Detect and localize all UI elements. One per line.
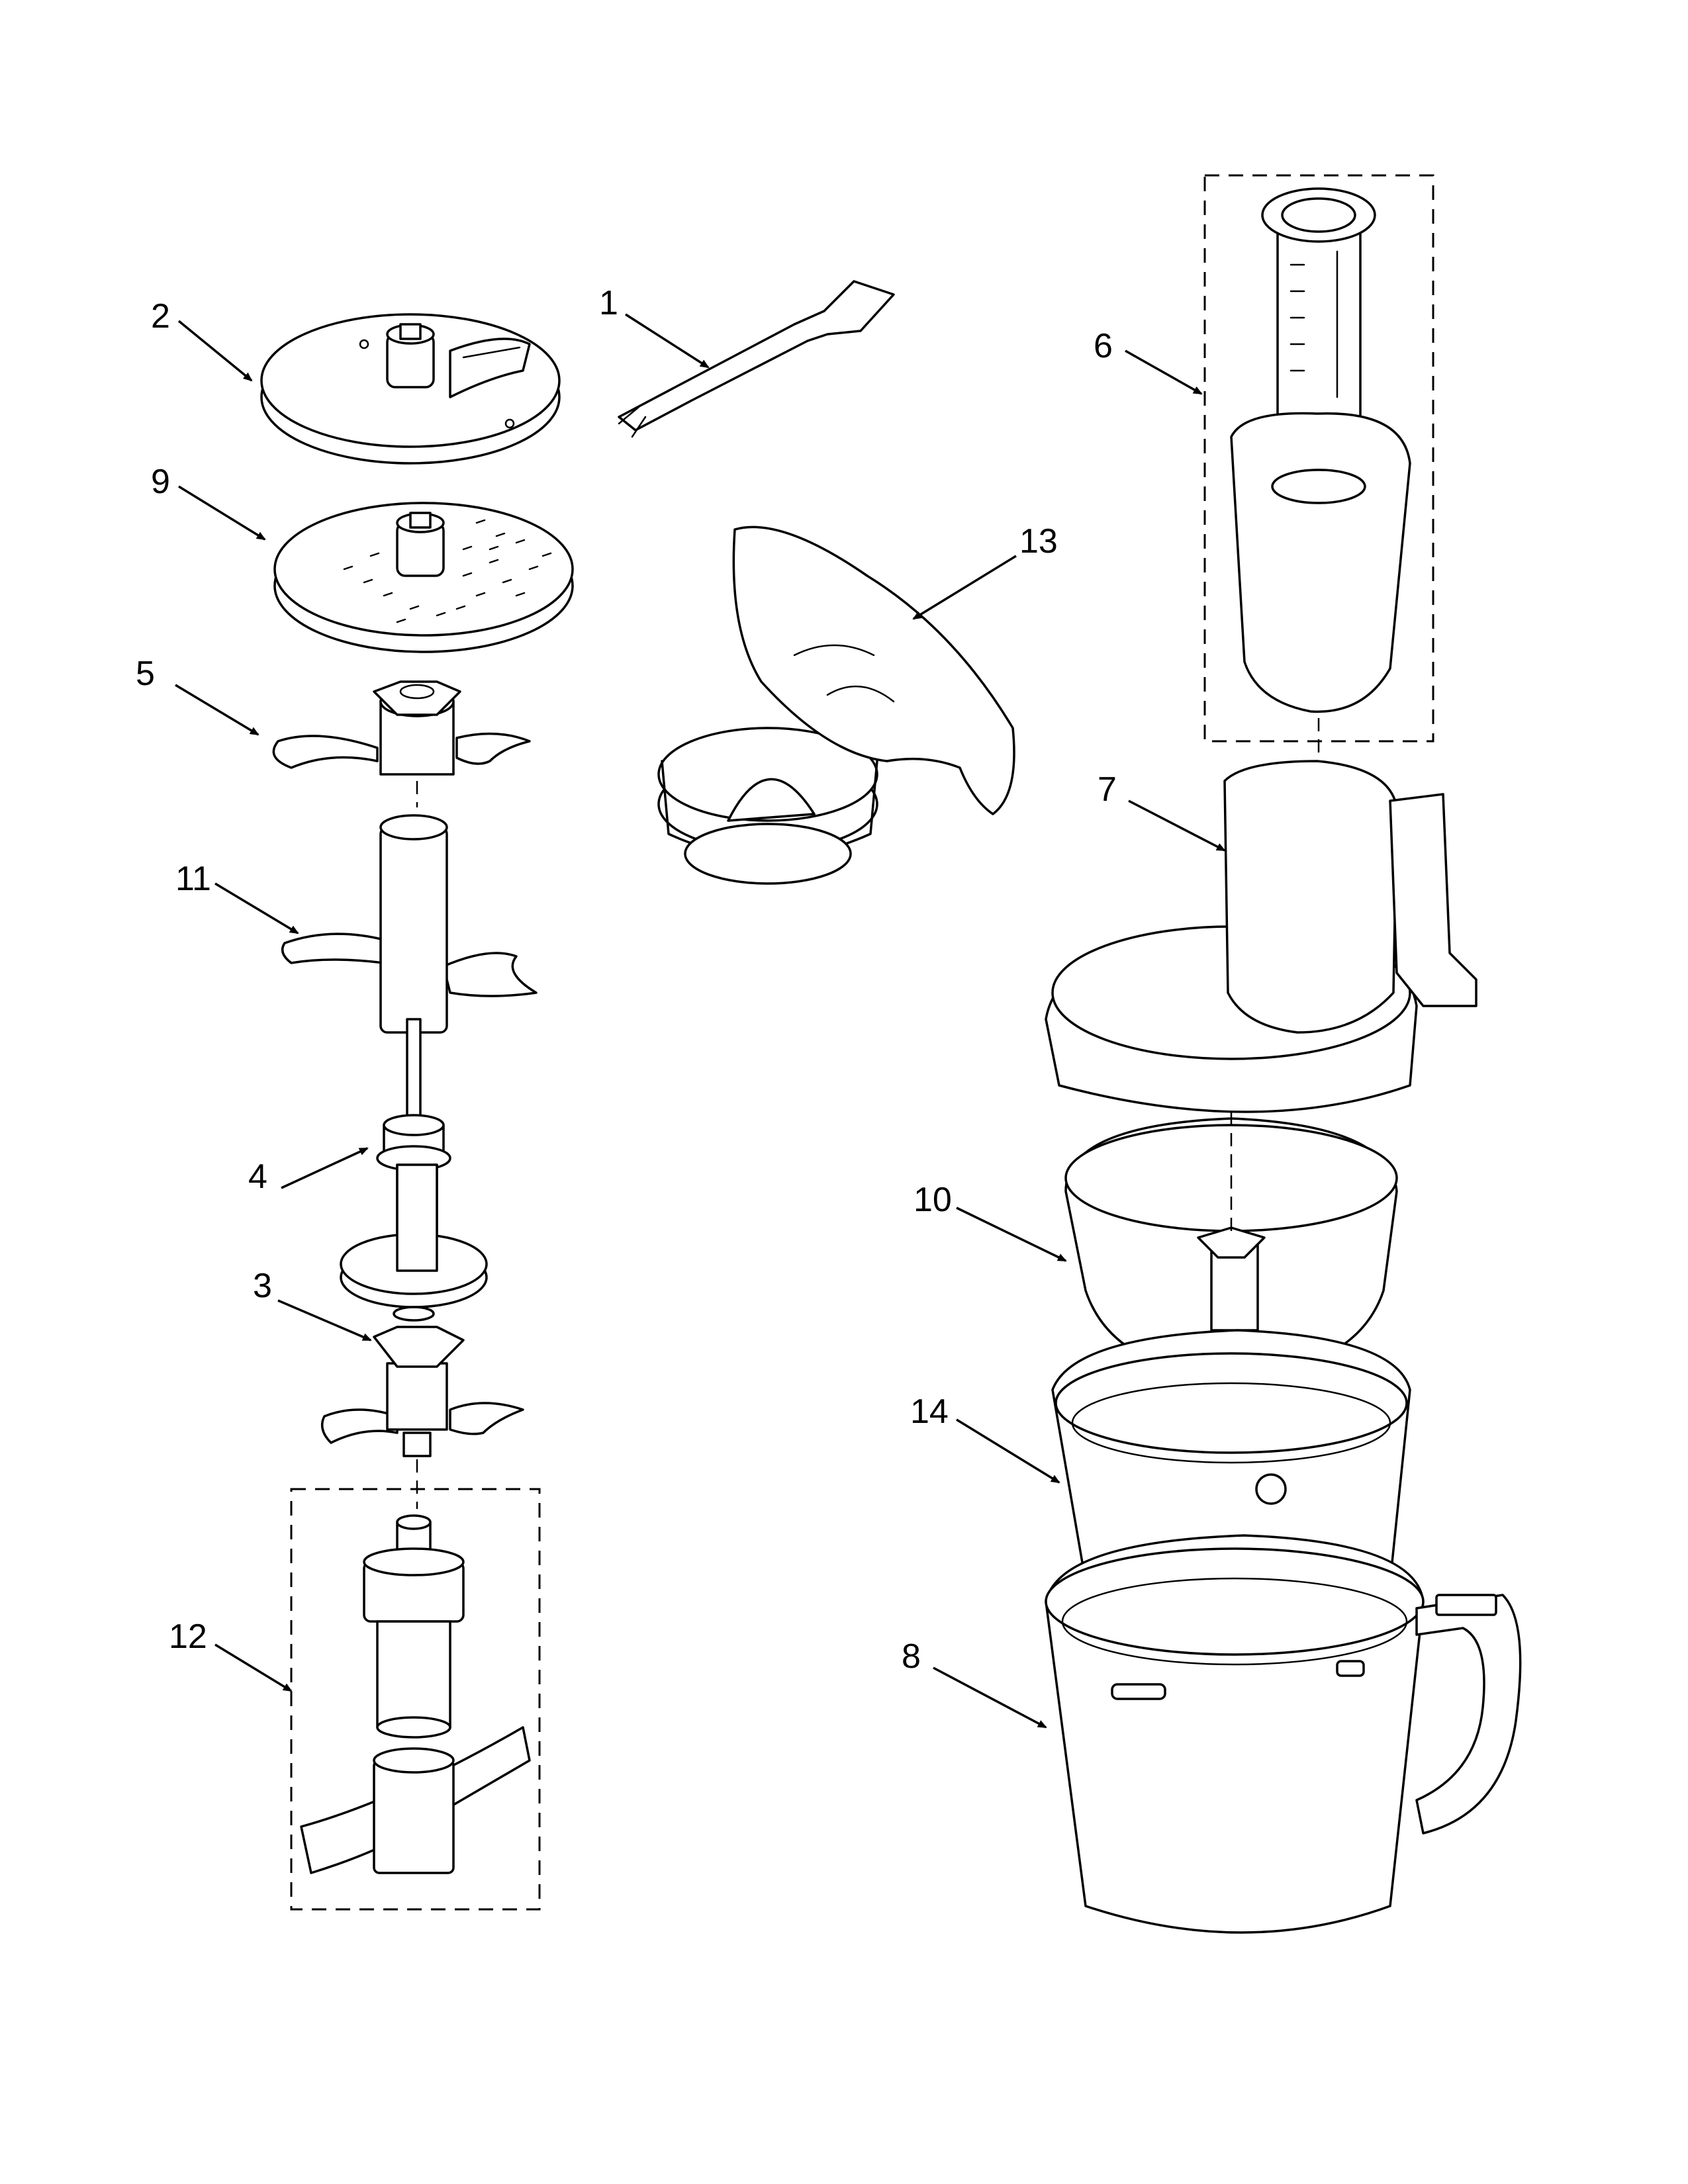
callout-5: 5 xyxy=(136,655,155,693)
part-12-dough-tool xyxy=(300,1514,531,1874)
callout-4: 4 xyxy=(248,1158,267,1196)
part-1-tool xyxy=(618,280,895,438)
part-12-group-box xyxy=(290,1488,541,1911)
part-7-lid-assembly xyxy=(1045,760,1477,1113)
part-13-citrus-juicer xyxy=(657,525,1015,885)
callout-2: 2 xyxy=(151,297,170,336)
callout-1: 1 xyxy=(599,284,618,322)
part-9-shredding-disc xyxy=(273,502,574,653)
part-4-adapter xyxy=(340,1018,488,1322)
callout-7: 7 xyxy=(1098,770,1117,809)
callout-arrows xyxy=(175,313,1226,1729)
part-10-mini-bowl xyxy=(1064,1117,1398,1378)
callout-13: 13 xyxy=(1019,522,1058,561)
callout-11: 11 xyxy=(175,860,211,898)
part-5-dough-blade xyxy=(272,680,531,776)
part-8-large-work-bowl xyxy=(1045,1534,1522,1934)
part-6-food-pusher xyxy=(1230,187,1411,713)
callout-8: 8 xyxy=(902,1637,921,1676)
callout-labels: 2 9 5 11 4 3 12 1 13 6 7 10 14 8 xyxy=(136,284,1117,1676)
part-11-multipurpose-blade xyxy=(281,814,538,1034)
callout-6: 6 xyxy=(1094,327,1113,365)
part-3-mini-blade xyxy=(320,1326,524,1457)
callout-14: 14 xyxy=(910,1392,949,1431)
callout-9: 9 xyxy=(151,463,170,501)
callout-12: 12 xyxy=(169,1617,207,1656)
part-2-slicing-disc xyxy=(260,313,561,465)
callout-10: 10 xyxy=(914,1181,952,1219)
callout-3: 3 xyxy=(253,1267,272,1305)
